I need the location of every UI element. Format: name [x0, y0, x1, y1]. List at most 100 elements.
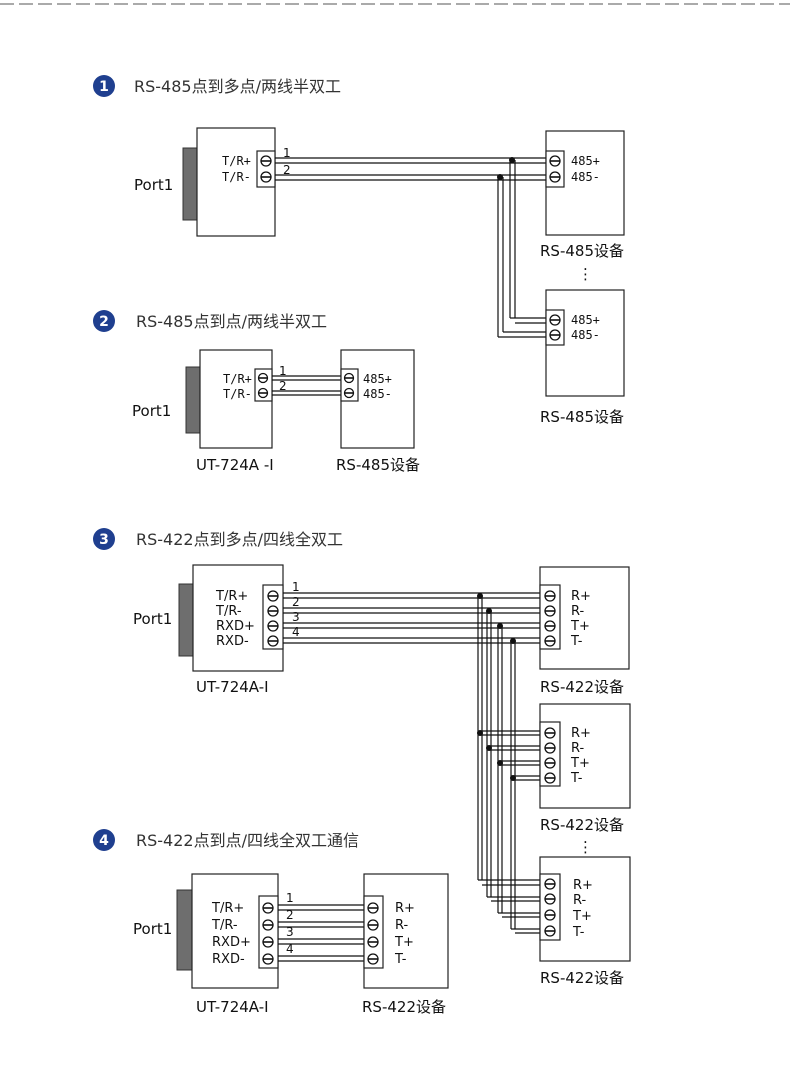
wire-number: 4 [286, 942, 294, 956]
screw-terminal-icon [549, 171, 561, 183]
section-1-number-badge [93, 75, 115, 97]
device-label: RS-422设备 [540, 816, 624, 834]
terminal-label: R+ [395, 901, 415, 916]
wire-bundle [272, 375, 341, 396]
section-2-number-badge [93, 310, 115, 332]
wire-number: 1 [283, 146, 291, 160]
screw-terminal-icon [260, 171, 272, 183]
screw-terminal-icon [549, 314, 561, 326]
screw-terminal-icon [544, 772, 556, 784]
terminal-label: T- [570, 771, 583, 786]
terminal-label: 485+ [571, 313, 600, 327]
wire-number: 2 [292, 595, 300, 609]
port-label: Port1 [133, 920, 172, 938]
diagram-3: Port1 T/R+ T/R- RXD+ RXD- 1 2 3 4 [133, 564, 631, 987]
terminal-label: RXD+ [216, 619, 255, 634]
section-4-title: RS-422点到点/四线全双工通信 [136, 831, 359, 850]
ellipsis: ⋮ [578, 265, 593, 283]
converter-label: UT-724A-I [196, 678, 269, 696]
screw-terminal-icon [544, 757, 556, 769]
terminal-label: R+ [571, 589, 591, 604]
device-label: RS-485设备 [540, 408, 624, 426]
screw-terminal-icon [262, 919, 274, 931]
terminal-label: 485- [571, 328, 600, 342]
terminal-label: 485+ [363, 372, 392, 386]
wire-bundle [283, 592, 540, 934]
screw-terminal-icon [257, 372, 269, 384]
terminal-block [539, 584, 561, 650]
terminal-label: T- [394, 952, 407, 967]
terminal-label: T+ [394, 935, 414, 950]
section-1-heading: 1 RS-485点到多点/两线半双工 [93, 75, 341, 97]
terminal-label: T/R- [215, 604, 242, 619]
wire-bundle [278, 904, 364, 962]
terminal-label: T/R+ [222, 154, 251, 168]
port-label: Port1 [134, 176, 173, 194]
port-label: Port1 [132, 402, 171, 420]
screw-terminal-icon [267, 590, 279, 602]
terminal-block [539, 721, 561, 787]
terminal-block [258, 895, 279, 969]
screw-terminal-icon [262, 936, 274, 948]
section-4-heading: 4 RS-422点到点/四线全双工通信 [93, 829, 359, 851]
terminal-block [262, 584, 284, 650]
screw-terminal-icon [267, 635, 279, 647]
wire-number: 1 [279, 364, 287, 378]
wire-number: 2 [279, 379, 287, 393]
terminal-label: T/R- [211, 918, 238, 933]
screw-terminal-icon [367, 953, 379, 965]
section-3-title: RS-422点到多点/四线全双工 [136, 530, 343, 549]
section-3-number-badge [93, 528, 115, 550]
terminal-label: RXD- [216, 634, 249, 649]
terminal-label: 485- [571, 170, 600, 184]
wire-bundle [275, 157, 546, 338]
section-2-number: 2 [99, 314, 109, 330]
screw-terminal-icon [544, 742, 556, 754]
terminal-label: RXD+ [212, 935, 251, 950]
terminal-label: T- [572, 925, 585, 940]
screw-terminal-icon [257, 387, 269, 399]
terminal-block [539, 873, 561, 941]
port-connector [182, 147, 199, 221]
screw-terminal-icon [544, 893, 556, 905]
terminal-label: R- [573, 893, 587, 908]
screw-terminal-icon [544, 605, 556, 617]
terminal-label: 485+ [571, 154, 600, 168]
terminal-label: T+ [570, 756, 590, 771]
port-connector [178, 583, 195, 657]
section-4-number: 4 [99, 833, 109, 849]
device-label: RS-485设备 [336, 456, 420, 474]
ellipsis: ⋮ [578, 838, 593, 856]
converter-box [192, 564, 284, 672]
device-label: RS-422设备 [540, 678, 624, 696]
terminal-label: RXD- [212, 952, 245, 967]
section-4-number-badge [93, 829, 115, 851]
terminal-label: T- [570, 634, 583, 649]
terminal-label: R+ [573, 878, 593, 893]
terminal-label: T/R- [223, 387, 252, 401]
screw-terminal-icon [549, 329, 561, 341]
converter-label: UT-724A-I [196, 998, 269, 1016]
port-label: Port1 [133, 610, 172, 628]
section-2-title: RS-485点到点/两线半双工 [136, 312, 327, 331]
converter-label: UT-724A -I [196, 456, 274, 474]
screw-terminal-icon [367, 902, 379, 914]
section-2-heading: 2 RS-485点到点/两线半双工 [93, 310, 327, 332]
diagram-4: Port1 T/R+ T/R- RXD+ RXD- 1 2 3 4 R+ [133, 873, 449, 1016]
screw-terminal-icon [343, 387, 355, 399]
wire-number: 1 [286, 891, 294, 905]
wire-number: 4 [292, 625, 300, 639]
screw-terminal-icon [267, 620, 279, 632]
screw-terminal-icon [544, 909, 556, 921]
screw-terminal-icon [262, 953, 274, 965]
terminal-label: R- [571, 741, 585, 756]
device-label: RS-422设备 [362, 998, 446, 1016]
wire-number: 2 [286, 908, 294, 922]
terminal-label: T/R- [222, 170, 251, 184]
diagram-1: Port1 T/R+ T/R- 1 2 [134, 127, 625, 426]
screw-terminal-icon [544, 635, 556, 647]
port-connector [185, 366, 201, 434]
wire-number: 3 [286, 925, 294, 939]
screw-terminal-icon [267, 605, 279, 617]
